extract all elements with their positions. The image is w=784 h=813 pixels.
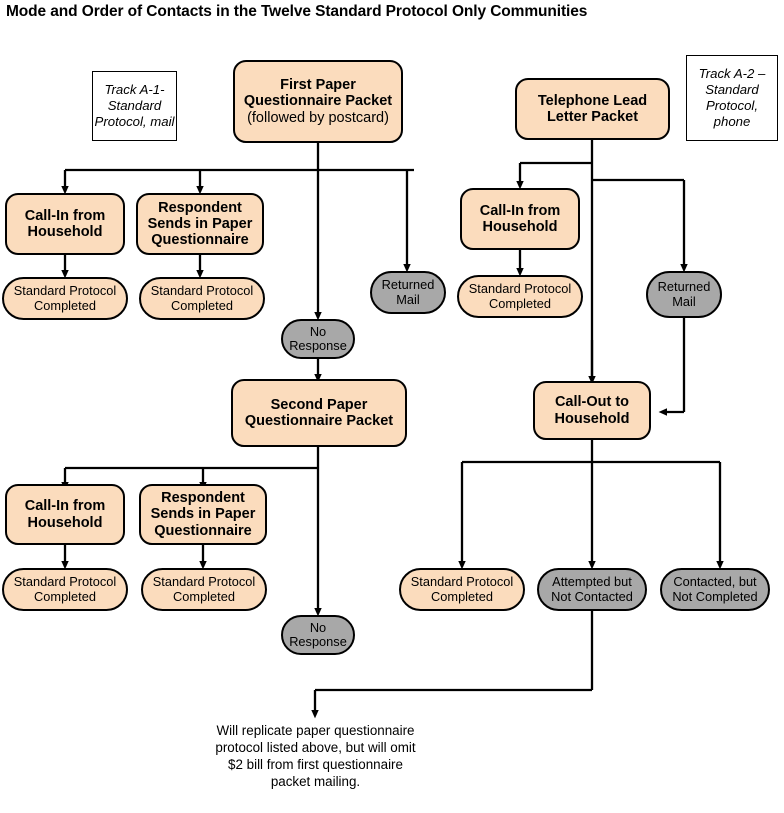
node-standard-protocol-completed-5[interactable]: Standard Protocol Completed (141, 568, 267, 611)
node-first-paper-questionnaire-packet[interactable]: First Paper Questionnaire Packet (follow… (233, 60, 403, 143)
track-label-right: Track A-2 – Standard Protocol, phone (686, 55, 778, 141)
node-label: First Paper Questionnaire Packet (243, 77, 393, 110)
node-label: Standard Protocol Completed (410, 574, 514, 604)
node-returned-mail-1[interactable]: Returned Mail (370, 271, 446, 314)
node-attempted-but-not-contacted[interactable]: Attempted but Not Contacted (537, 568, 647, 611)
node-label: Standard Protocol Completed (13, 283, 117, 313)
node-call-in-from-household-3[interactable]: Call-In from Household (5, 484, 125, 545)
node-label: Telephone Lead Letter Packet (537, 92, 648, 125)
node-standard-protocol-completed-4[interactable]: Standard Protocol Completed (2, 568, 128, 611)
node-call-out-to-household[interactable]: Call-Out to Household (533, 381, 651, 440)
node-label: Call-Out to Household (554, 394, 630, 427)
node-label: Call-In from Household (24, 498, 106, 531)
node-standard-protocol-completed-3[interactable]: Standard Protocol Completed (457, 275, 583, 318)
node-sublabel: (followed by postcard) (247, 109, 389, 126)
node-label: Call-In from Household (24, 207, 106, 240)
node-label: Standard Protocol Completed (152, 574, 256, 604)
node-second-paper-questionnaire-packet[interactable]: Second Paper Questionnaire Packet (231, 379, 407, 447)
node-label: Call-In from Household (479, 202, 561, 235)
node-label: Returned Mail (381, 277, 435, 307)
node-label: Standard Protocol Completed (468, 281, 572, 311)
footnote-text: Will replicate paper questionnaire proto… (215, 723, 416, 790)
node-contacted-but-not-completed[interactable]: Contacted, but Not Completed (660, 568, 770, 611)
node-telephone-lead-letter-packet[interactable]: Telephone Lead Letter Packet (515, 78, 670, 140)
node-standard-protocol-completed-1[interactable]: Standard Protocol Completed (2, 277, 128, 320)
node-respondent-sends-in-paper-questionnaire-1[interactable]: Respondent Sends in Paper Questionnaire (136, 193, 264, 255)
node-label: Attempted but Not Contacted (551, 574, 633, 604)
track-label-left: Track A-1- Standard Protocol, mail (92, 71, 177, 141)
node-call-in-from-household-1[interactable]: Call-In from Household (5, 193, 125, 255)
node-no-response-2[interactable]: No Response (281, 615, 355, 655)
node-standard-protocol-completed-2[interactable]: Standard Protocol Completed (139, 277, 265, 320)
node-label: Second Paper Questionnaire Packet (244, 396, 394, 429)
node-label: Respondent Sends in Paper Questionnaire (150, 490, 256, 539)
node-call-in-from-household-2[interactable]: Call-In from Household (460, 188, 580, 250)
node-standard-protocol-completed-6[interactable]: Standard Protocol Completed (399, 568, 525, 611)
node-returned-mail-2[interactable]: Returned Mail (646, 271, 722, 318)
node-label: Returned Mail (657, 279, 711, 309)
node-label: Respondent Sends in Paper Questionnaire (147, 199, 253, 249)
node-label: No Response (289, 619, 347, 649)
node-no-response-1[interactable]: No Response (281, 319, 355, 359)
page-title: Mode and Order of Contacts in the Twelve… (6, 3, 588, 20)
node-label: Standard Protocol Completed (150, 283, 254, 313)
node-label: No Response (289, 323, 347, 353)
node-label: Standard Protocol Completed (13, 574, 117, 604)
node-label: Contacted, but Not Completed (672, 574, 758, 604)
node-respondent-sends-in-paper-questionnaire-2[interactable]: Respondent Sends in Paper Questionnaire (139, 484, 267, 545)
